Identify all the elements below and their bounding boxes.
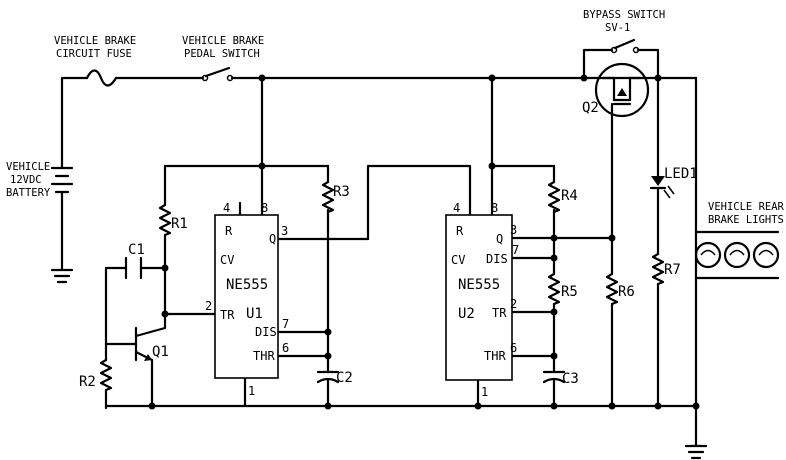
u1-ne555-chip	[214, 214, 279, 379]
u1-pin-2-number: 2	[205, 299, 212, 313]
u2-pin-8-number: 8	[491, 201, 498, 215]
u1-pin-cv-label: CV	[220, 253, 234, 267]
brake-light-2-icon	[723, 241, 751, 269]
u2-pin-1-number: 1	[481, 385, 488, 399]
brake-lights-label-line2: BRAKE LIGHTS	[708, 214, 784, 226]
brake-lights-assembly	[694, 76, 780, 448]
u2-pin-3-number: 3	[510, 223, 517, 237]
u1-pin-r-label: R	[225, 224, 233, 238]
pedal-switch-label-line2: PEDAL SWITCH	[184, 48, 260, 60]
junction-dots	[148, 74, 700, 410]
battery-label-line2: 12VDC	[10, 174, 42, 186]
bypass-switch-label-line2: SV-1	[605, 22, 630, 34]
u2-pin-cv-label: CV	[451, 253, 465, 267]
u1-pin-3-number: 3	[281, 224, 288, 238]
q2-mosfet	[594, 62, 650, 240]
q1-transistor	[104, 326, 167, 408]
u1-pin-q-label: Q	[269, 232, 276, 246]
u2-chip-name: NE555	[458, 277, 500, 293]
c1-capacitor	[124, 256, 143, 280]
q2-label: Q2	[582, 100, 599, 116]
c2-label: C2	[336, 370, 353, 386]
c2-capacitor	[316, 370, 340, 408]
u2-pin-q-label: Q	[496, 232, 503, 246]
top-power-rail	[60, 76, 698, 170]
r1-resistor	[158, 203, 172, 237]
brake-light-1-icon	[694, 241, 722, 269]
r5-resistor	[547, 272, 561, 306]
u2-pin-6-number: 6	[510, 341, 517, 355]
u1-pin-1-number: 1	[248, 384, 255, 398]
r4-label: R4	[561, 188, 578, 204]
u1-wiring	[104, 76, 472, 408]
pedal-switch-label-line1: VEHICLE BRAKE	[182, 35, 264, 47]
battery-ground-icon	[50, 268, 74, 284]
r6-label: R6	[618, 284, 635, 300]
u1-pin-thr-label: THR	[253, 349, 275, 363]
fuse-label-line2: CIRCUIT FUSE	[56, 48, 132, 60]
r1-label: R1	[171, 216, 188, 232]
r4-resistor	[547, 180, 561, 214]
c3-capacitor	[542, 370, 566, 408]
c1-label: C1	[128, 242, 145, 258]
r7-label: R7	[664, 262, 681, 278]
r7-resistor	[651, 252, 665, 286]
u1-pin-6-number: 6	[282, 341, 289, 355]
fuse-symbol	[85, 69, 118, 87]
u2-pin-tr-label: TR	[492, 306, 507, 320]
u2-pin-2-number: 2	[510, 297, 517, 311]
main-ground-icon	[684, 444, 708, 460]
u2-pin-thr-label: THR	[484, 349, 506, 363]
r3-label: R3	[333, 184, 350, 200]
u2-pin-7-number: 7	[512, 243, 519, 257]
battery-label-line3: BATTERY	[6, 187, 51, 199]
r2-label: R2	[79, 374, 96, 390]
u2-pin-dis-label: DIS	[486, 252, 508, 266]
u1-pin-8-number: 8	[261, 201, 268, 215]
u1-ref-label: U1	[246, 306, 263, 322]
u1-chip-name: NE555	[226, 277, 268, 293]
q1-label: Q1	[152, 344, 169, 360]
r3-resistor	[321, 180, 335, 214]
bypass-switch-label-line1: BYPASS SWITCH	[583, 9, 665, 21]
u2-ne555-chip	[445, 214, 513, 381]
u2-pin-r-label: R	[456, 224, 464, 238]
pedal-switch-symbol	[201, 66, 234, 82]
brake-lights-label-line1: VEHICLE REAR	[708, 201, 785, 213]
u1-pin-7-number: 7	[282, 317, 289, 331]
u1-pin-tr-label: TR	[220, 308, 235, 322]
battery-symbol	[50, 166, 74, 272]
u1-pin-4-number: 4	[223, 201, 230, 215]
bypass-switch-symbol	[582, 38, 660, 80]
led1-diode	[649, 76, 675, 256]
u2-pin-4-number: 4	[453, 201, 460, 215]
battery-label-line1: VEHICLE	[6, 161, 50, 173]
fuse-label-line1: VEHICLE BRAKE	[54, 35, 136, 47]
r5-label: R5	[561, 284, 578, 300]
led1-label: LED1	[664, 166, 698, 182]
r6-resistor	[605, 272, 619, 306]
brake-light-3-icon	[752, 241, 780, 269]
c3-label: C3	[562, 371, 579, 387]
r2-resistor	[99, 358, 113, 410]
u2-ref-label: U2	[458, 306, 475, 322]
u1-pin-dis-label: DIS	[255, 325, 277, 339]
